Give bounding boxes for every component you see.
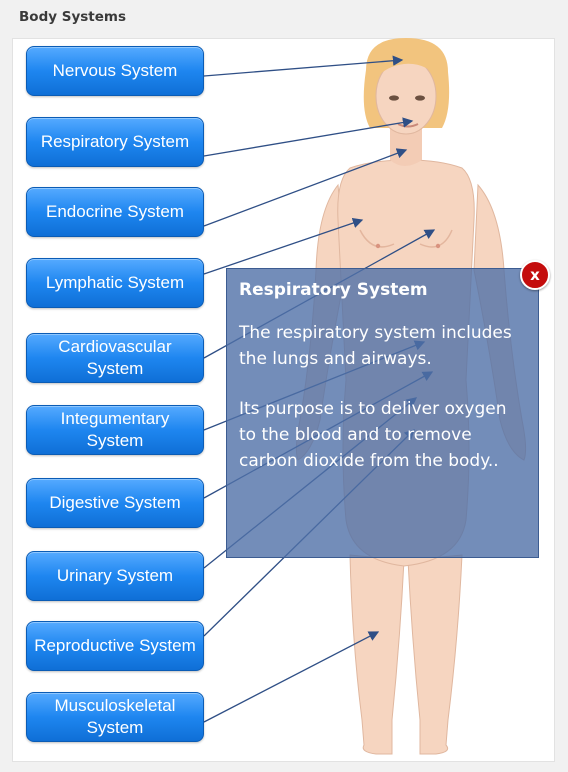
- close-button[interactable]: x: [520, 260, 550, 290]
- reproductive-system-button[interactable]: Reproductive System: [26, 621, 204, 671]
- arrow-lymphatic: [203, 218, 364, 275]
- arrow-respiratory: [203, 117, 414, 157]
- endocrine-system-button[interactable]: Endocrine System: [26, 187, 204, 237]
- popup-title: Respiratory System: [239, 280, 428, 300]
- urinary-system-button[interactable]: Urinary System: [26, 551, 204, 601]
- arrow-nervous: [203, 55, 404, 77]
- close-icon: x: [530, 266, 540, 284]
- respiratory-system-button[interactable]: Respiratory System: [26, 117, 204, 167]
- integumentary-system-button[interactable]: Integumentary System: [26, 405, 204, 455]
- arrow-musculoskeletal: [203, 631, 380, 723]
- lymphatic-system-button[interactable]: Lymphatic System: [26, 258, 204, 308]
- arrow-endocrine: [203, 148, 408, 227]
- digestive-system-button[interactable]: Digestive System: [26, 478, 204, 528]
- info-popup: Respiratory System The respiratory syste…: [226, 268, 539, 558]
- musculoskeletal-system-button[interactable]: Musculoskeletal System: [26, 692, 204, 742]
- popup-paragraph-1: The respiratory system includes the lung…: [239, 323, 512, 369]
- page-title: Body Systems: [19, 9, 126, 25]
- popup-paragraph-2: Its purpose is to deliver oxygen to the …: [239, 399, 507, 471]
- cardiovascular-system-button[interactable]: Cardiovascular System: [26, 333, 204, 383]
- nervous-system-button[interactable]: Nervous System: [26, 46, 204, 96]
